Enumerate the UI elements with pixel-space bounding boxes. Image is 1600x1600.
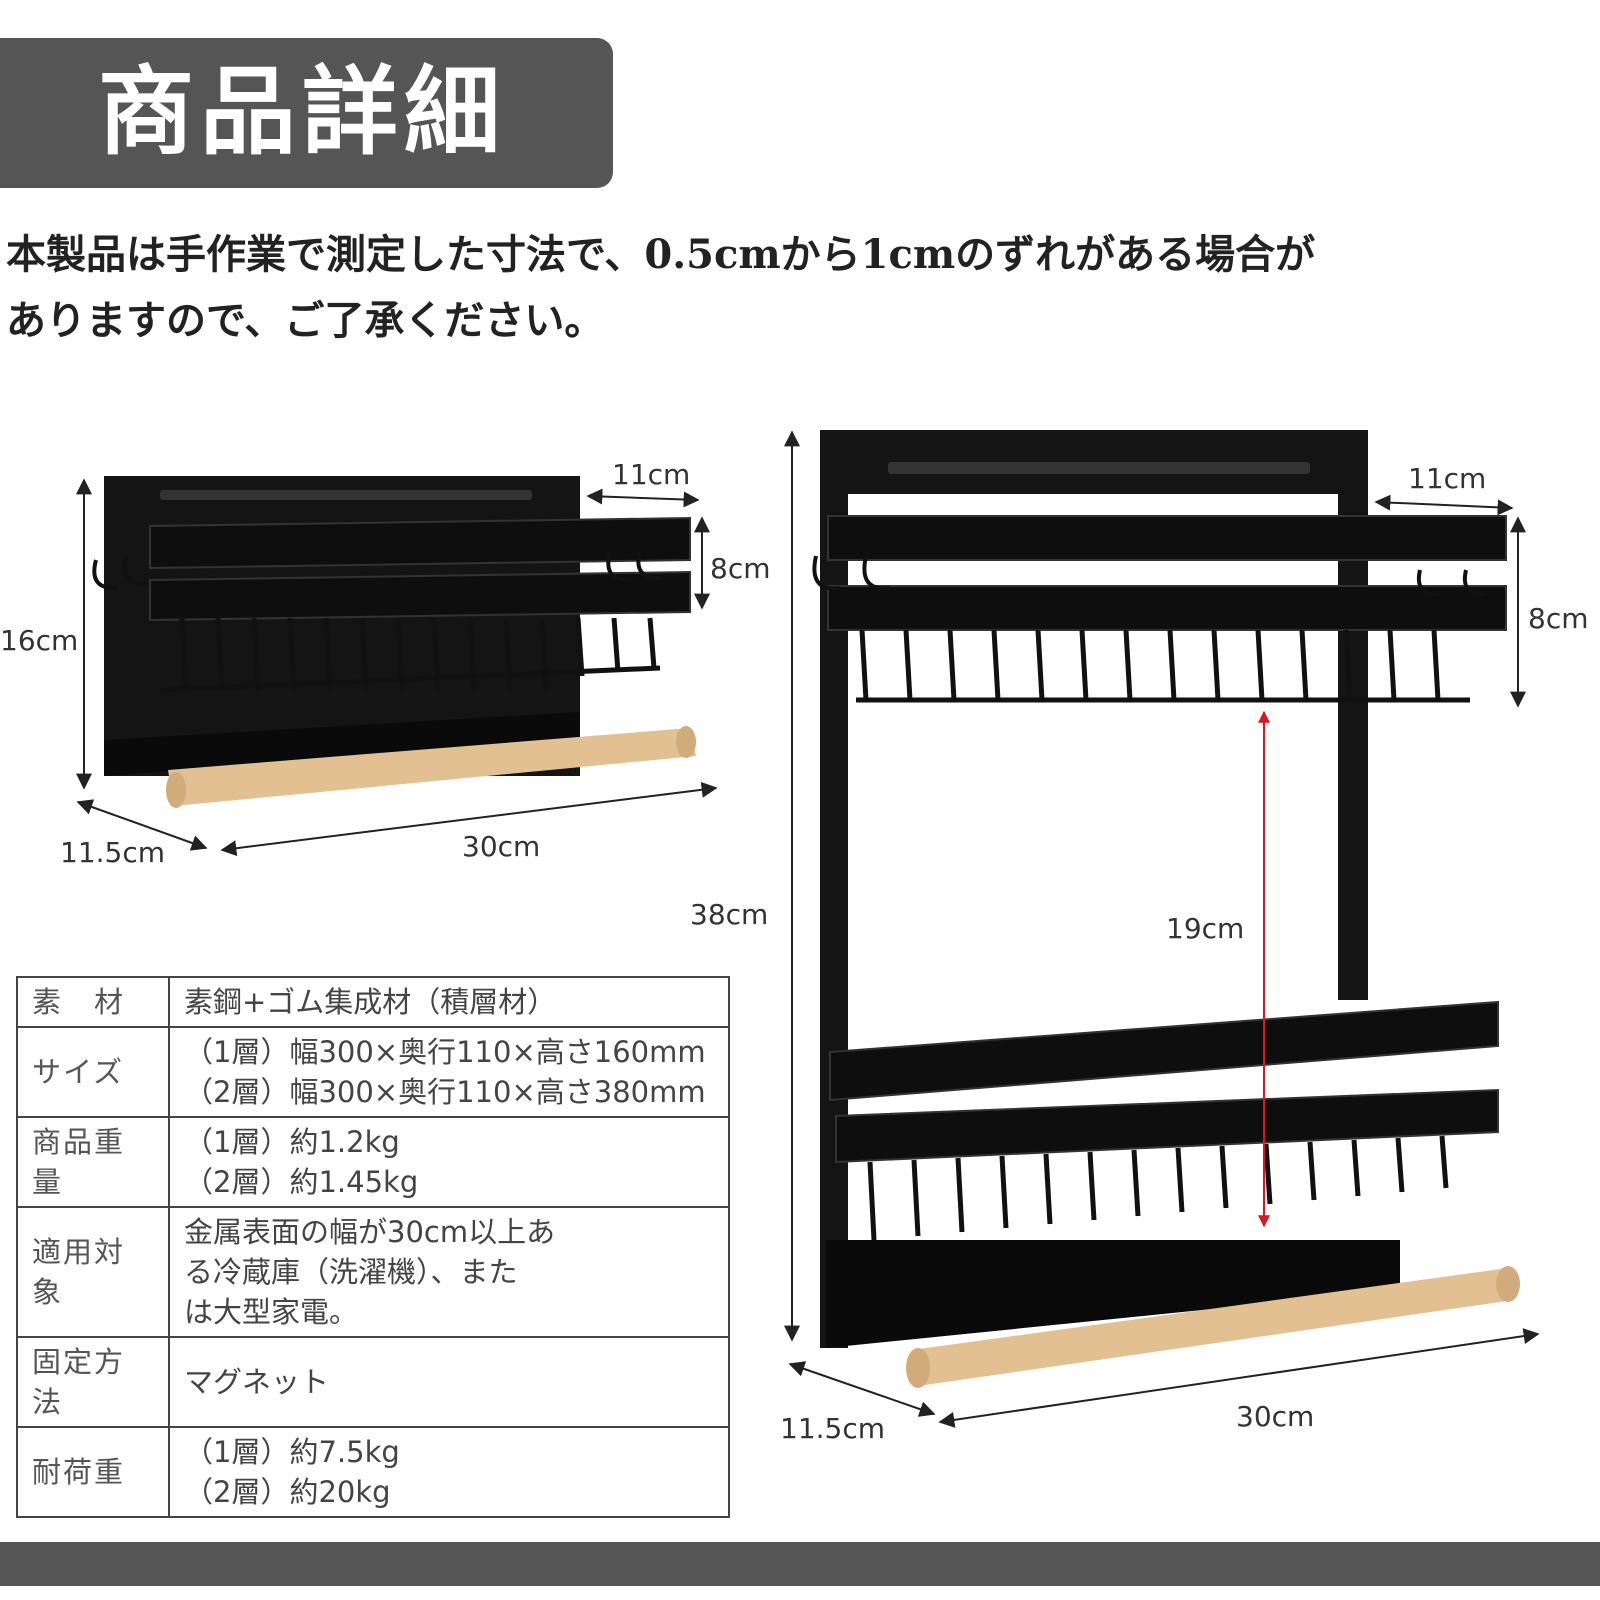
spec-value-line: （2層）約1.45kg: [184, 1165, 419, 1199]
small-depth-label: 11.5cm: [60, 836, 165, 869]
spec-key: 適用対象: [16, 1206, 170, 1338]
rack-two-tier: [812, 430, 1520, 1388]
large-depth-label: 11.5cm: [780, 1412, 885, 1445]
table-row: 適用対象 金属表面の幅が30cm以上あ る冷蔵庫（洗濯機）、また は大型家電。: [16, 1206, 730, 1338]
spec-value: （1層）幅300×奥行110×高さ160mm （2層）幅300×奥行110×高さ…: [168, 1026, 730, 1118]
large-depth-top-label: 11cm: [1408, 462, 1486, 495]
table-row: 耐荷重 （1層）約7.5kg （2層）約20kg: [16, 1426, 730, 1518]
spec-key: 固定方法: [16, 1336, 170, 1428]
spec-value: 素鋼+ゴム集成材（積層材）: [168, 976, 730, 1028]
title-banner: 商品詳細: [0, 38, 613, 188]
large-width-label: 30cm: [1236, 1400, 1314, 1433]
measurement-notice: 本製品は手作業で測定した寸法で、0.5cmから1cmのずれがある場合が あります…: [6, 222, 1596, 354]
spec-value-line: （2層）約20kg: [184, 1475, 391, 1509]
spec-value-line: は大型家電。: [184, 1295, 359, 1329]
spec-value-line: る冷蔵庫（洗濯機）、また: [184, 1255, 518, 1289]
spec-value-line: （1層）幅300×奥行110×高さ160mm: [184, 1035, 706, 1069]
table-row: サイズ （1層）幅300×奥行110×高さ160mm （2層）幅300×奥行11…: [16, 1026, 730, 1118]
spec-value-line: （1層）約1.2kg: [184, 1125, 400, 1159]
spec-value: 金属表面の幅が30cm以上あ る冷蔵庫（洗濯機）、また は大型家電。: [168, 1206, 730, 1338]
spec-value: （1層）約1.2kg （2層）約1.45kg: [168, 1116, 730, 1208]
page-title: 商品詳細: [98, 56, 506, 168]
notice-line-1: 本製品は手作業で測定した寸法で、0.5cmから1cmのずれがある場合が: [6, 231, 1316, 278]
table-row: 素 材 素鋼+ゴム集成材（積層材）: [16, 976, 730, 1028]
small-width-label: 30cm: [462, 830, 540, 863]
large-height-label: 38cm: [690, 898, 768, 931]
spec-key: サイズ: [16, 1026, 170, 1118]
large-gap-label: 19cm: [1166, 912, 1244, 945]
spec-key: 耐荷重: [16, 1426, 170, 1518]
spec-key: 商品重量: [16, 1116, 170, 1208]
large-basket-height-label: 8cm: [1528, 602, 1588, 635]
notice-line-2: ありますので、ご了承ください。: [6, 297, 605, 344]
spec-value-line: 金属表面の幅が30cm以上あ: [184, 1215, 556, 1249]
small-height-label: 16cm: [0, 624, 78, 657]
table-row: 商品重量 （1層）約1.2kg （2層）約1.45kg: [16, 1116, 730, 1208]
spec-table: 素 材 素鋼+ゴム集成材（積層材） サイズ （1層）幅300×奥行110×高さ1…: [16, 976, 730, 1518]
spec-value-line: （2層）幅300×奥行110×高さ380mm: [184, 1075, 706, 1109]
spec-value-line: マグネット: [184, 1365, 330, 1399]
spec-value: マグネット: [168, 1336, 730, 1428]
spec-value: （1層）約7.5kg （2層）約20kg: [168, 1426, 730, 1518]
spec-key: 素 材: [16, 976, 170, 1028]
footer-bar: [0, 1542, 1600, 1586]
spec-value-line: （1層）約7.5kg: [184, 1435, 400, 1469]
table-row: 固定方法 マグネット: [16, 1336, 730, 1428]
spec-value-line: 素鋼+ゴム集成材（積層材）: [184, 985, 557, 1019]
small-basket-height-label: 8cm: [710, 552, 770, 585]
small-depth-top-label: 11cm: [612, 458, 690, 491]
rack-one-tier: [92, 476, 696, 808]
